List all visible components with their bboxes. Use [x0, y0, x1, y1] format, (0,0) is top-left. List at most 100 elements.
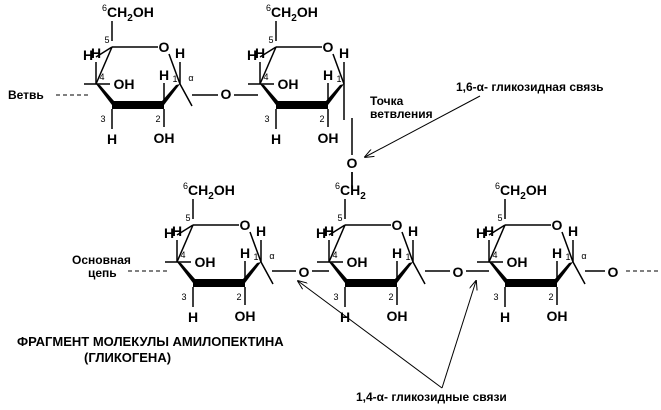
glucose-rings: OH6CH2OHHOHHHOHHα51234OH6CH2OHHOHHHOHH51… — [83, 3, 587, 325]
ring-bond-c3-c4-wedge — [260, 84, 278, 105]
ring-bond-c4-c5 — [488, 224, 506, 263]
main-chain-label-line1: Основная — [72, 253, 131, 267]
ring-bond-c4-c5 — [328, 224, 346, 263]
h-c4: H — [172, 223, 182, 239]
ring-bond-c1-c2-wedge — [243, 262, 261, 283]
branch-label: Ветвь — [8, 88, 44, 102]
glycosidic-oxygen-branch: O — [221, 86, 232, 102]
num-c4: 4 — [492, 250, 497, 260]
ch2oh-group-oh: OH — [526, 182, 547, 198]
ring-bond-c1-c2-wedge — [395, 262, 413, 283]
ch2oh-group: 6CH2OH — [183, 181, 235, 202]
h-c2: H — [323, 67, 333, 83]
h-c5: H — [164, 225, 174, 241]
glycosidic-oxygen-main-3: O — [608, 264, 619, 280]
num-c3: 3 — [333, 292, 338, 302]
num-c3: 3 — [264, 114, 269, 124]
ch2oh-group-oh: OH — [133, 4, 154, 20]
ring-bond-o-c1 — [249, 231, 262, 263]
oh-c2: OH — [387, 308, 408, 324]
h-c1: H — [175, 45, 185, 61]
ring-bond-c1-c2-wedge — [162, 84, 180, 105]
bond-c5-h — [488, 224, 506, 236]
num-c5: 5 — [337, 213, 342, 223]
ch2oh-group: 6CH2OH — [495, 181, 547, 202]
alpha-mark: α — [188, 73, 193, 83]
ch2oh-group-ch: CH — [107, 4, 127, 20]
glycosidic-oxygen-main-1: O — [299, 264, 310, 280]
bond-14-label: 1,4-α- гликозидные связи — [356, 390, 507, 404]
h-c2: H — [552, 245, 562, 261]
num-c1: 1 — [405, 252, 410, 262]
num-c5: 5 — [268, 35, 273, 45]
ring-bond-o-c1 — [401, 231, 414, 263]
ch2oh-group-num: 6 — [183, 181, 188, 191]
h-c3: H — [107, 131, 117, 147]
ring-bond-o-c1 — [332, 53, 345, 85]
ring-bond-c2-c3-bold — [276, 101, 328, 109]
bond-16-label: 1,6-α- гликозидная связь — [456, 80, 604, 94]
ch2oh-group-oh: OH — [297, 4, 318, 20]
ring-bond-c3-c4-wedge — [177, 262, 195, 283]
caption-line1: ФРАГМЕНТ МОЛЕКУЛЫ АМИЛОПЕКТИНА — [17, 334, 284, 349]
bond-c5-h — [259, 46, 277, 58]
h-c5: H — [247, 47, 257, 63]
oh-c4: OH — [195, 254, 216, 270]
h-c3: H — [271, 131, 281, 147]
ring-bond-c1-c2-wedge — [555, 262, 573, 283]
bond-c5-h — [328, 224, 346, 236]
ring-bond-c3-c4-wedge — [96, 84, 114, 105]
num-c1: 1 — [172, 74, 177, 84]
oh-c2: OH — [154, 130, 175, 146]
ch2oh-group-num: 6 — [102, 3, 107, 13]
ch2oh-group-num: 6 — [495, 181, 500, 191]
ring-bond-c4-c5 — [95, 46, 113, 85]
h-c4: H — [91, 45, 101, 61]
glycosidic-bonds: O O O O O — [192, 86, 619, 280]
ch2oh-group-sub: 2 — [208, 191, 214, 202]
h-c1: H — [339, 45, 349, 61]
bond-14-arrow-right — [441, 281, 476, 389]
num-c4: 4 — [180, 250, 185, 260]
ring-bond-c2-c3-bold — [505, 279, 557, 287]
ring-bond-c4-c5 — [176, 224, 194, 263]
num-c3: 3 — [181, 292, 186, 302]
bond-16-arrow — [365, 95, 481, 157]
glycosidic-oxygen-16: O — [347, 155, 358, 171]
bond-c1-out — [572, 261, 586, 285]
oh-c2: OH — [235, 308, 256, 324]
h-c3: H — [340, 309, 350, 325]
num-c4: 4 — [99, 72, 104, 82]
ring-oxygen: O — [240, 217, 251, 233]
h-c1: H — [256, 223, 266, 239]
h-c3: H — [188, 309, 198, 325]
ring-oxygen: O — [392, 217, 403, 233]
ring-bond-c3-c4-wedge — [329, 262, 347, 283]
ch2oh-group-sub: 2 — [291, 13, 297, 24]
ch2oh-group-ch: CH — [500, 182, 520, 198]
h-c1: H — [408, 223, 418, 239]
h-c3: H — [500, 309, 510, 325]
ch2oh-group: 6CH2OH — [102, 3, 154, 24]
h-c4: H — [324, 223, 334, 239]
alpha-mark: α — [581, 251, 586, 261]
caption-line2: (ГЛИКОГЕНА) — [84, 350, 171, 365]
glycosidic-oxygen-main-2: O — [453, 264, 464, 280]
oh-c4: OH — [347, 254, 368, 270]
h-c4: H — [484, 223, 494, 239]
alpha-mark: α — [269, 251, 274, 261]
ch2oh-group-ch: CH — [188, 182, 208, 198]
oh-c2: OH — [318, 130, 339, 146]
num-c5: 5 — [497, 213, 502, 223]
num-c1: 1 — [253, 252, 258, 262]
h-c4: H — [255, 45, 265, 61]
branch-point-label-line2: ветвления — [370, 107, 433, 121]
num-c1: 1 — [336, 74, 341, 84]
h-c5: H — [316, 225, 326, 241]
num-c5: 5 — [185, 213, 190, 223]
